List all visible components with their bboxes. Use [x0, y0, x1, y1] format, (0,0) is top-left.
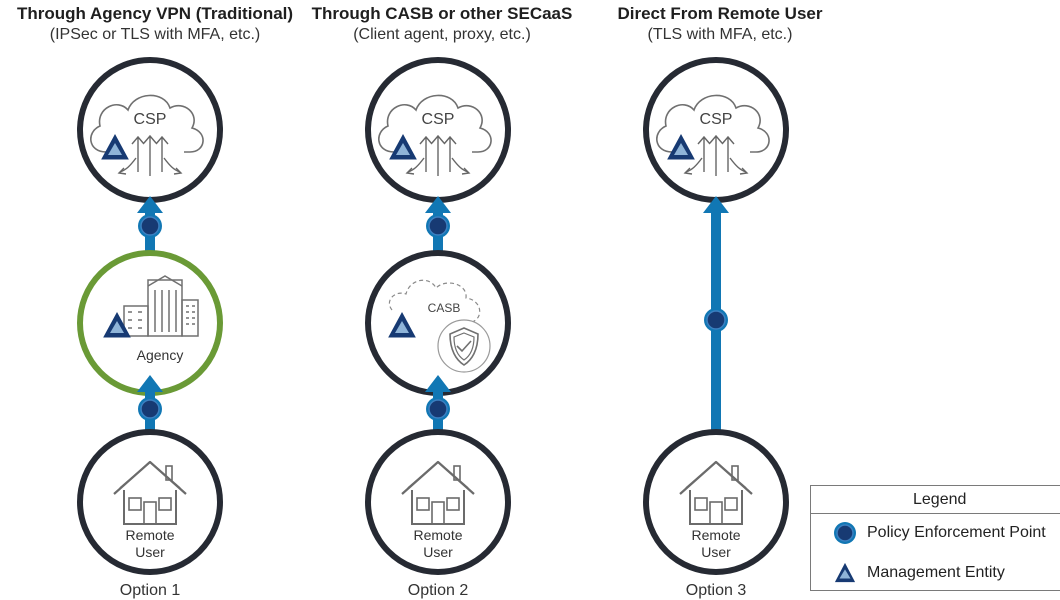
option1-csp-node: CSP [77, 57, 223, 203]
option2-upper-pep-icon [425, 213, 451, 239]
agency-label: Agency [137, 347, 184, 363]
option3-remote-label-2: User [701, 544, 731, 560]
option2-remote-label-1: Remote [413, 527, 462, 543]
agency-building-icon [123, 275, 199, 337]
management-entity-triangle-icon [834, 562, 856, 583]
option1-csp-label: CSP [134, 111, 167, 128]
option1-subtitle: (IPSec or TLS with MFA, etc.) [49, 26, 261, 43]
legend-pep-label: Policy Enforcement Point [867, 524, 1046, 541]
option1-title: Through Agency VPN (Traditional) [16, 4, 294, 23]
option2-remote-label-2: User [423, 544, 453, 560]
legend: Legend Policy Enforcement Point Manageme… [810, 485, 1060, 591]
legend-title: Legend [811, 486, 1060, 514]
option3-direct-link [703, 196, 729, 448]
legend-item-pep: Policy Enforcement Point [833, 521, 1046, 545]
legend-management-label: Management Entity [867, 564, 1005, 581]
option2-lower-pep-icon [425, 396, 451, 422]
option1-csp-traffic-arrows-icon [117, 134, 183, 176]
option3-csp-node: CSP [643, 57, 789, 203]
option1-label: Option 1 [120, 582, 181, 599]
option1-upper-pep-icon [137, 213, 163, 239]
option3-label: Option 3 [686, 582, 747, 599]
option1-agency-node: Agency [77, 250, 223, 396]
casb-dashed-cloud-icon [388, 279, 481, 323]
option3-remote-label-1: Remote [691, 527, 740, 543]
option3-remote-user-node: Remote User [643, 429, 789, 575]
option2-upper-link [425, 196, 451, 269]
option2-csp-node: CSP [365, 57, 511, 203]
option2-csp-label: CSP [422, 111, 455, 128]
option2-title: Through CASB or other SECaaS [311, 4, 573, 23]
option2-lower-link [425, 375, 451, 448]
policy-enforcement-point-icon [834, 522, 856, 544]
casb-label: CASB [428, 301, 461, 315]
option3-csp-label: CSP [700, 111, 733, 128]
option1-remote-label-1: Remote [125, 527, 174, 543]
option1-lower-link [137, 375, 163, 448]
option2-casb-node: CASB [365, 250, 511, 396]
option2-label: Option 2 [408, 582, 469, 599]
option1-lower-pep-icon [137, 396, 163, 422]
option2-subtitle: (Client agent, proxy, etc.) [353, 26, 531, 43]
option1-upper-link [137, 196, 163, 269]
option2-remote-user-node: Remote User [365, 429, 511, 575]
option2-csp-traffic-arrows-icon [405, 134, 471, 176]
option1-remote-label-2: User [135, 544, 165, 560]
option3-subtitle: (TLS with MFA, etc.) [647, 26, 793, 43]
casb-shield-check-icon [437, 319, 491, 373]
option1-remote-user-node: Remote User [77, 429, 223, 575]
option3-title: Direct From Remote User [617, 4, 823, 23]
option3-csp-traffic-arrows-icon [683, 134, 749, 176]
option3-pep-icon [703, 307, 729, 333]
legend-item-management: Management Entity [833, 562, 1005, 584]
